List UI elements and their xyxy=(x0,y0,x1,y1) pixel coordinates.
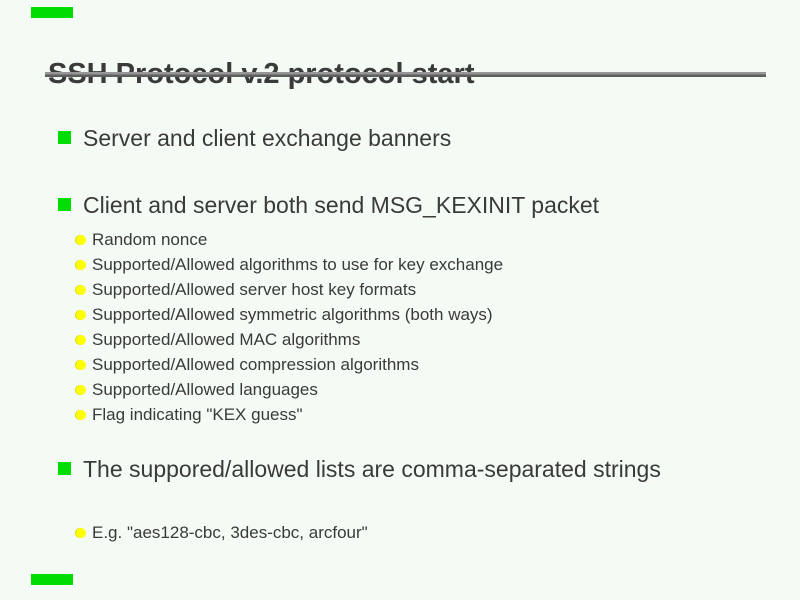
bullet-item-banners: Server and client exchange banners xyxy=(58,124,451,152)
sub-bullet-item: Supported/Allowed compression algorithms xyxy=(76,352,503,377)
bullet-item-kexinit: Client and server both send MSG_KEXINIT … xyxy=(58,191,599,219)
sub-bullet-item: Supported/Allowed server host key format… xyxy=(76,277,503,302)
yellow-circle-bullet-icon xyxy=(76,285,86,295)
yellow-circle-bullet-icon xyxy=(76,335,86,345)
sub-bullet-text: Supported/Allowed compression algorithms xyxy=(92,355,419,374)
bullet-text: The suppored/allowed lists are comma-sep… xyxy=(83,456,661,482)
kexinit-sub-bullet-list: Random nonce Supported/Allowed algorithm… xyxy=(76,227,503,427)
sub-bullet-text: Supported/Allowed symmetric algorithms (… xyxy=(92,305,493,324)
bullet-text: Client and server both send MSG_KEXINIT … xyxy=(83,192,600,218)
sub-bullet-text: Random nonce xyxy=(92,230,208,249)
yellow-circle-bullet-icon xyxy=(76,385,86,395)
sub-bullet-text: Supported/Allowed MAC algorithms xyxy=(92,330,361,349)
title-underline xyxy=(45,72,766,77)
top-left-accent-bar xyxy=(31,7,73,18)
yellow-circle-bullet-icon xyxy=(76,528,86,538)
sub-bullet-text: Flag indicating "KEX guess" xyxy=(92,405,303,424)
yellow-circle-bullet-icon xyxy=(76,410,86,420)
bullet-item-lists: The suppored/allowed lists are comma-sep… xyxy=(58,452,661,486)
sub-bullet-item: Supported/Allowed MAC algorithms xyxy=(76,327,503,352)
yellow-circle-bullet-icon xyxy=(76,235,86,245)
sub-bullet-text: Supported/Allowed algorithms to use for … xyxy=(92,255,504,274)
lists-sub-bullet-list: E.g. "aes128-cbc, 3des-cbc, arcfour" xyxy=(76,520,368,545)
yellow-circle-bullet-icon xyxy=(76,260,86,270)
sub-bullet-item: E.g. "aes128-cbc, 3des-cbc, arcfour" xyxy=(76,520,368,545)
sub-bullet-item: Supported/Allowed symmetric algorithms (… xyxy=(76,302,503,327)
green-square-bullet-icon xyxy=(58,198,71,211)
bullet-text: Server and client exchange banners xyxy=(83,125,452,151)
sub-bullet-text: Supported/Allowed server host key format… xyxy=(92,280,417,299)
bottom-left-accent-bar xyxy=(31,574,73,585)
sub-bullet-item: Random nonce xyxy=(76,227,503,252)
sub-bullet-text: E.g. "aes128-cbc, 3des-cbc, arcfour" xyxy=(92,523,368,542)
green-square-bullet-icon xyxy=(58,131,71,144)
yellow-circle-bullet-icon xyxy=(76,360,86,370)
sub-bullet-text: Supported/Allowed languages xyxy=(92,380,318,399)
yellow-circle-bullet-icon xyxy=(76,310,86,320)
green-square-bullet-icon xyxy=(58,462,71,475)
sub-bullet-item: Flag indicating "KEX guess" xyxy=(76,402,503,427)
sub-bullet-item: Supported/Allowed languages xyxy=(76,377,503,402)
sub-bullet-item: Supported/Allowed algorithms to use for … xyxy=(76,252,503,277)
